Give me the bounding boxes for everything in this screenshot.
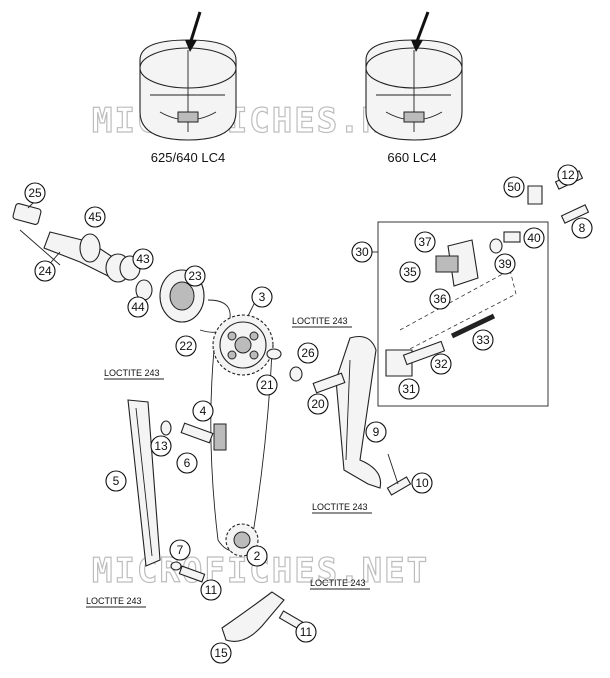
callout-50: 50 — [503, 176, 525, 198]
svg-text:11: 11 — [300, 625, 313, 639]
svg-text:23: 23 — [188, 269, 202, 283]
svg-text:43: 43 — [136, 252, 150, 266]
callout-23: 23 — [184, 265, 206, 287]
loctite-label-3: LOCTITE 243 — [312, 502, 372, 514]
loctite-label-5: LOCTITE 243 — [86, 596, 146, 608]
svg-text:7: 7 — [177, 543, 184, 557]
callout-8: 8 — [571, 217, 593, 239]
callout-21: 21 — [256, 374, 278, 396]
cam-view-625-640 — [139, 11, 237, 141]
svg-text:15: 15 — [214, 646, 228, 660]
callout-24: 24 — [34, 260, 56, 282]
cam-view-660 — [365, 11, 463, 141]
callout-39: 39 — [494, 253, 516, 275]
callout-30: 30 — [351, 241, 373, 263]
svg-text:LOCTITE 243: LOCTITE 243 — [86, 596, 142, 606]
crank-sprocket — [225, 523, 259, 557]
chain-guide-rail — [127, 399, 161, 567]
loctite-label-1: LOCTITE 243 — [292, 316, 352, 328]
svg-text:26: 26 — [301, 346, 315, 360]
callout-25: 25 — [24, 182, 46, 204]
callout-9: 9 — [365, 421, 387, 443]
svg-text:35: 35 — [403, 265, 417, 279]
svg-text:20: 20 — [311, 397, 325, 411]
svg-text:45: 45 — [88, 210, 102, 224]
svg-text:3: 3 — [259, 290, 266, 304]
svg-text:LOCTITE 243: LOCTITE 243 — [292, 316, 348, 326]
svg-text:6: 6 — [184, 456, 191, 470]
callout-4: 4 — [192, 400, 214, 422]
callout-2: 2 — [246, 545, 268, 567]
svg-text:4: 4 — [200, 404, 207, 418]
svg-text:36: 36 — [433, 292, 447, 306]
camshaft-sprocket — [212, 314, 274, 376]
svg-text:32: 32 — [434, 357, 448, 371]
svg-text:21: 21 — [260, 378, 274, 392]
svg-text:8: 8 — [579, 221, 586, 235]
callout-3: 3 — [251, 286, 273, 308]
callout-37: 37 — [414, 231, 436, 253]
loctite-label-4: LOCTITE 243 — [310, 578, 370, 590]
callout-20: 20 — [307, 393, 329, 415]
bottom-guide — [221, 591, 285, 642]
callout-32: 32 — [430, 353, 452, 375]
camshaft-assembly — [12, 203, 153, 301]
tensioner-box — [377, 221, 549, 407]
svg-text:11: 11 — [205, 583, 218, 597]
svg-text:25: 25 — [28, 186, 42, 200]
callout-15: 15 — [210, 642, 232, 664]
callout-5: 5 — [105, 470, 127, 492]
svg-text:LOCTITE 243: LOCTITE 243 — [310, 578, 366, 588]
callout-12: 12 — [557, 164, 579, 186]
callout-31: 31 — [398, 378, 420, 400]
svg-text:22: 22 — [179, 339, 193, 353]
svg-text:37: 37 — [418, 235, 432, 249]
svg-text:24: 24 — [38, 264, 52, 278]
svg-text:39: 39 — [498, 257, 512, 271]
tensioner-rail — [335, 335, 382, 489]
callout-33: 33 — [472, 329, 494, 351]
callout-6: 6 — [176, 452, 198, 474]
callout-40: 40 — [523, 227, 545, 249]
svg-text:2: 2 — [254, 549, 261, 563]
callout-7: 7 — [169, 539, 191, 561]
chain-tensioner — [385, 170, 590, 377]
callout-44: 44 — [127, 296, 149, 318]
callout-26: 26 — [297, 342, 319, 364]
callout-10: 10 — [411, 472, 433, 494]
callout-35: 35 — [399, 261, 421, 283]
svg-text:12: 12 — [561, 168, 575, 182]
svg-text:30: 30 — [355, 245, 369, 259]
callout-13: 13 — [150, 435, 172, 457]
loctite-label-2: LOCTITE 243 — [104, 368, 164, 380]
callout-22: 22 — [175, 335, 197, 357]
callout-36: 36 — [429, 288, 451, 310]
svg-text:50: 50 — [507, 180, 521, 194]
svg-text:33: 33 — [476, 333, 490, 347]
callout-11-lower-left: 11 — [200, 579, 222, 601]
callout-43: 43 — [132, 248, 154, 270]
svg-text:LOCTITE 243: LOCTITE 243 — [312, 502, 368, 512]
callout-45: 45 — [84, 206, 106, 228]
svg-text:9: 9 — [373, 425, 380, 439]
svg-text:LOCTITE 243: LOCTITE 243 — [104, 368, 160, 378]
svg-text:5: 5 — [113, 474, 120, 488]
caption-625-640: 625/640 LC4 — [151, 150, 225, 165]
svg-text:13: 13 — [154, 439, 168, 453]
caption-660: 660 LC4 — [387, 150, 436, 165]
svg-text:40: 40 — [527, 231, 541, 245]
svg-text:31: 31 — [402, 382, 416, 396]
svg-text:10: 10 — [415, 476, 429, 490]
svg-text:44: 44 — [131, 300, 145, 314]
callout-11-bottom: 11 — [295, 621, 317, 643]
